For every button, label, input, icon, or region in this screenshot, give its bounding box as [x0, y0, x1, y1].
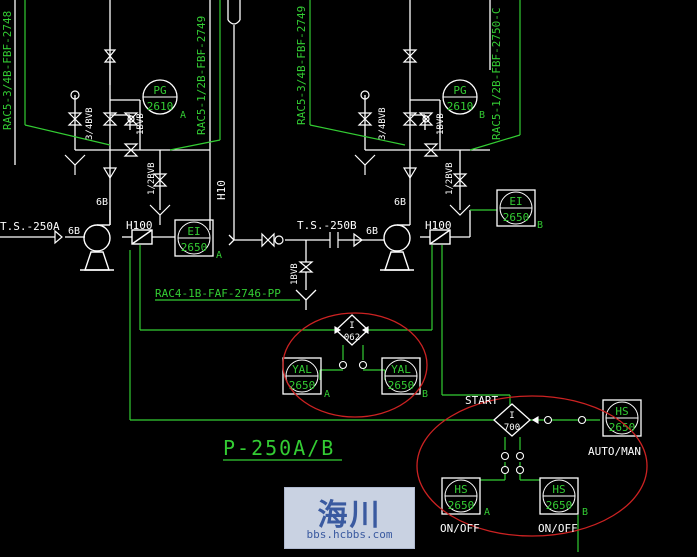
- pipe-top-left: RAC5-3/4B-FBF-2748: [1, 11, 14, 130]
- label-on-off-b: ON/OFF: [538, 522, 578, 535]
- signal-markers: [334, 326, 587, 475]
- pump-a-symbol: [80, 210, 153, 271]
- label-12bvb-b: 1/2BVB: [445, 162, 455, 195]
- label-h100-b: H100: [425, 219, 452, 232]
- valves-a: [54, 40, 171, 245]
- pg-b-suffix: B: [479, 110, 485, 121]
- yal-b-suffix: B: [422, 389, 428, 400]
- pump-train-a: [0, 0, 211, 238]
- pipe-top-right-2: RAC5-1/2B-FBF-2750-C: [490, 8, 503, 140]
- header-pipe: [227, 0, 384, 310]
- yal-b-box: YAL 2650 B: [381, 357, 428, 400]
- watermark-url: bbs.hcbbs.com: [306, 528, 393, 541]
- revision-clouds: [282, 312, 648, 537]
- green-lines: [24, 0, 600, 552]
- yal-b-tag: YAL: [391, 363, 411, 376]
- hs-b-box: HS 2650 B: [539, 477, 588, 518]
- label-6b-3: 6B: [394, 197, 406, 208]
- label-6b-1: 6B: [96, 197, 108, 208]
- equipment-tag: P-250A/B: [223, 436, 335, 460]
- hs-a-tag: HS: [454, 483, 467, 496]
- pipe-top-right: RAC5-3/4B-FBF-2749: [295, 6, 308, 125]
- logic-700-tag: I: [509, 411, 514, 421]
- pg-a-tag: PG: [153, 84, 166, 97]
- yal-a-box: YAL 2650 A: [282, 357, 330, 400]
- label-1bvb-mid: 1BVB: [290, 263, 300, 285]
- ei-a-tag: EI: [187, 225, 200, 238]
- ei-b-tag: EI: [509, 195, 522, 208]
- hs-a-num: 2650: [448, 499, 475, 512]
- label-6b-4: 6B: [366, 226, 378, 237]
- label-34b-a: 3/4BVB: [85, 107, 95, 140]
- hs-a-suffix: A: [484, 507, 490, 518]
- label-auto-man: AUTO/MAN: [588, 445, 641, 458]
- valves-b: [261, 40, 471, 273]
- label-1bv-b: 1BVB: [436, 113, 446, 135]
- pg-b-bubble: PG 2610 B: [442, 79, 485, 121]
- label-34b-b: 3/4BVB: [378, 107, 388, 140]
- watermark-logo: 海川 bbs.hcbbs.com: [284, 487, 415, 549]
- label-ts-a: T.S.-250A: [0, 220, 60, 233]
- hs-auto-box: HS 2650: [602, 399, 642, 437]
- hs-b-suffix: B: [582, 507, 588, 518]
- logic-062-num: 062: [344, 333, 360, 343]
- pg-a-bubble: PG 2610 A: [142, 79, 186, 121]
- hs-a-box: HS 2650 A: [441, 477, 490, 518]
- ei-a-num: 2650: [181, 241, 208, 254]
- ei-b-suffix: B: [537, 220, 543, 231]
- pg-b-tag: PG: [453, 84, 466, 97]
- hs-b-tag: HS: [552, 483, 565, 496]
- label-h10: H10: [215, 180, 228, 200]
- label-12bvb-a: 1/2BVB: [147, 162, 157, 195]
- label-on-off-a: ON/OFF: [440, 522, 480, 535]
- watermark-title: 海川: [317, 498, 382, 533]
- pipe-labels: RAC5-3/4B-FBF-2748 RAC5-1/2B-FBF-2749 RA…: [1, 6, 503, 300]
- hs-auto-tag: HS: [615, 405, 628, 418]
- pipe-bottom: RAC4-1B-FAF-2746-PP: [155, 287, 281, 300]
- label-start: START: [465, 394, 498, 407]
- ei-a-box: EI 2650 A: [174, 219, 222, 261]
- equipment-tag-group: P-250A/B: [223, 436, 342, 461]
- label-6b-2: 6B: [68, 226, 80, 237]
- ei-a-suffix: A: [216, 250, 222, 261]
- yal-a-tag: YAL: [292, 363, 312, 376]
- pg-a-suffix: A: [180, 110, 186, 121]
- yal-a-num: 2650: [289, 379, 316, 392]
- pg-b-num: 2610: [447, 100, 474, 113]
- logic-700-diamond: I 700: [493, 403, 531, 437]
- ei-b-num: 2650: [503, 211, 530, 224]
- general-labels: T.S.-250A T.S.-250B H100 H100 H10 6B 6B …: [0, 107, 641, 535]
- hs-auto-num: 2650: [609, 421, 636, 434]
- logic-062-tag: I: [349, 321, 354, 331]
- label-1bv-a: 1BVB: [136, 113, 146, 135]
- label-h100-a: H100: [126, 219, 153, 232]
- pg-a-num: 2610: [147, 100, 174, 113]
- pump-b-symbol: [380, 224, 451, 271]
- logic-062-diamond: I 062: [335, 314, 369, 346]
- yal-b-num: 2650: [388, 379, 415, 392]
- logic-700-num: 700: [504, 423, 520, 433]
- yal-a-suffix: A: [324, 389, 330, 400]
- ei-b-box: EI 2650 B: [496, 189, 543, 231]
- pipe-top-left-2: RAC5-1/2B-FBF-2749: [195, 16, 208, 135]
- label-ts-b: T.S.-250B: [297, 219, 357, 232]
- hs-b-num: 2650: [546, 499, 573, 512]
